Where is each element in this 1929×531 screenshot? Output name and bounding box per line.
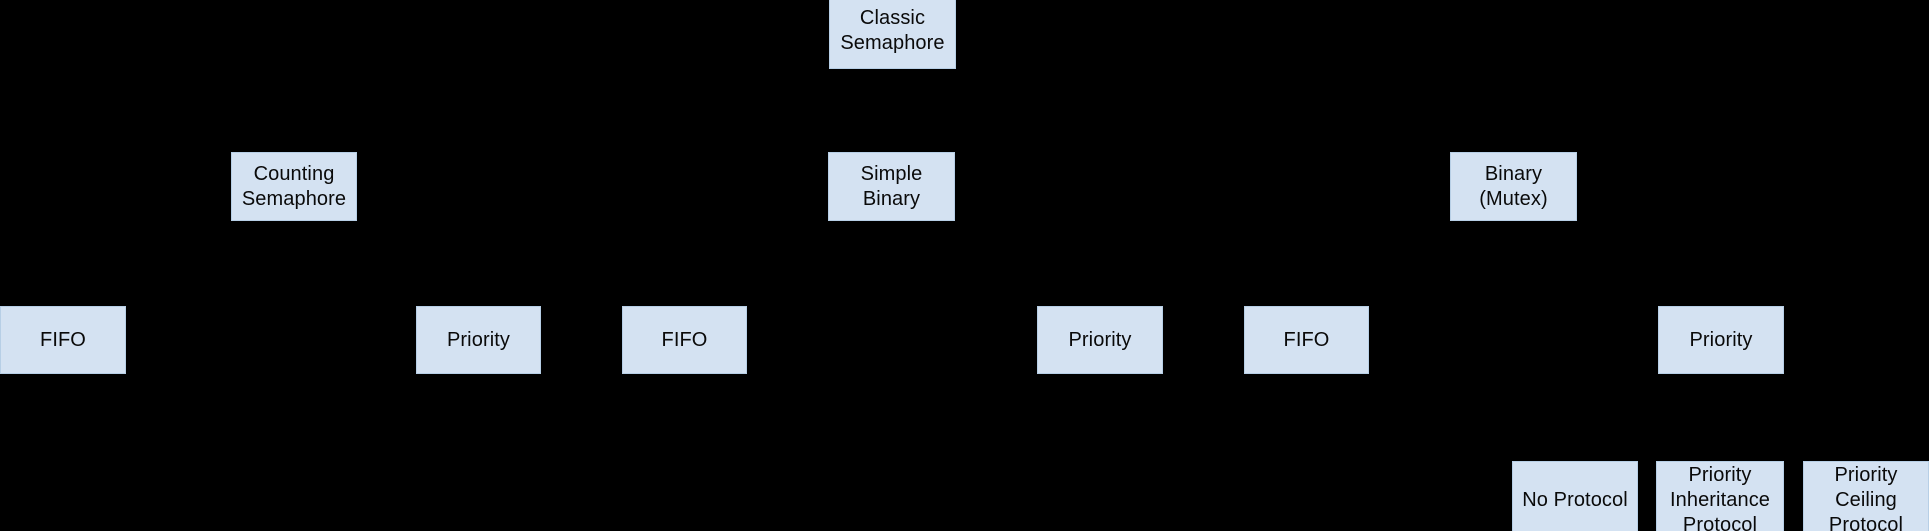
node-priority-simple-binary[interactable]: Priority: [1037, 306, 1163, 374]
node-priority-counting[interactable]: Priority: [416, 306, 541, 374]
node-fifo-binary-mutex[interactable]: FIFO: [1244, 306, 1369, 374]
node-no-protocol[interactable]: No Protocol: [1512, 461, 1638, 531]
node-priority-binary-mutex[interactable]: Priority: [1658, 306, 1784, 374]
node-priority-inheritance-protocol[interactable]: Priority Inheritance Protocol: [1656, 461, 1784, 531]
node-fifo-counting[interactable]: FIFO: [0, 306, 126, 374]
node-classic-semaphore[interactable]: Classic Semaphore: [829, 0, 956, 69]
node-counting-semaphore[interactable]: Counting Semaphore: [231, 152, 357, 221]
node-simple-binary[interactable]: Simple Binary: [828, 152, 955, 221]
node-fifo-simple-binary[interactable]: FIFO: [622, 306, 747, 374]
node-priority-ceiling-protocol[interactable]: Priority Ceiling Protocol: [1803, 461, 1929, 531]
node-binary-mutex[interactable]: Binary (Mutex): [1450, 152, 1577, 221]
